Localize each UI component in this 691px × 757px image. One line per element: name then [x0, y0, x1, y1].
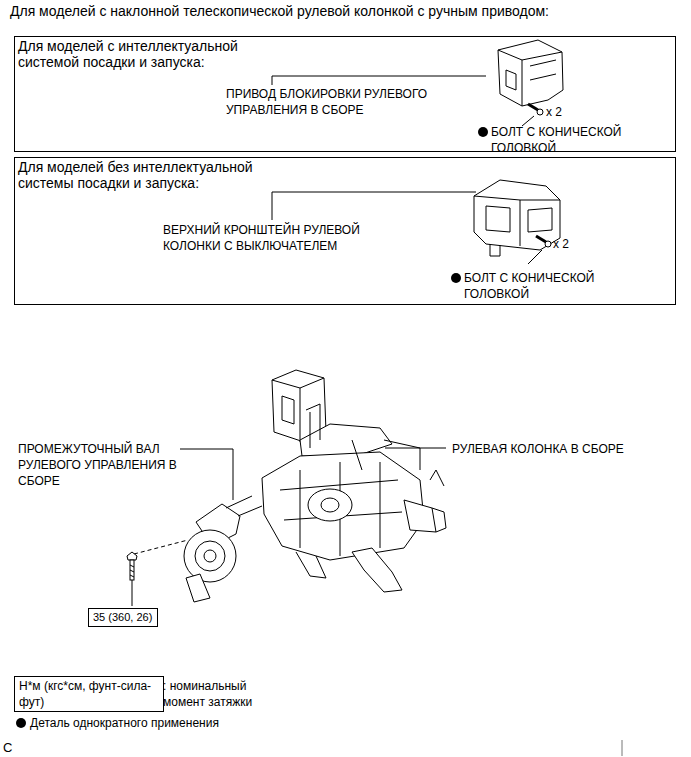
part-name: ПРИВОД БЛОКИРОВКИ РУЛЕВОГО УПРАВЛЕНИЯ В …	[226, 86, 471, 118]
quantity: x 2	[546, 104, 562, 120]
part-name: БОЛТ С КОНИЧЕСКОЙ ГОЛОВКОЙ	[464, 270, 629, 302]
bolt-drawing	[127, 552, 137, 580]
leader-line	[522, 116, 534, 126]
quantity: x 2	[553, 236, 569, 252]
single-use-dot	[451, 273, 461, 283]
intermediate-shaft-drawing	[184, 496, 262, 602]
unit-box: Н*м (кгс*см, фунт-сила-фут)	[14, 676, 164, 712]
part-name: ПРОМЕЖУТОЧНЫЙ ВАЛ РУЛЕВОГО УПРАВЛЕНИЯ В …	[18, 441, 196, 489]
box-text: 35 (360, 26)	[93, 610, 153, 625]
alignment-line	[134, 540, 188, 554]
box-text: Н*м (кгс*см, фунт-сила-фут)	[19, 678, 159, 710]
part-name: РУЛЕВАЯ КОЛОНКА В СБОРЕ	[452, 441, 624, 457]
single-use-dot	[16, 718, 26, 728]
panel-heading: Для моделей без интеллектуальной системы…	[15, 158, 291, 192]
leader-line	[132, 580, 133, 606]
torque-box: 35 (360, 26)	[88, 608, 158, 627]
leader-line	[528, 250, 542, 264]
figure-code: C	[3, 740, 12, 756]
part-name: БОЛТ С КОНИЧЕСКОЙ ГОЛОВКОЙ	[491, 124, 656, 156]
steering-column-drawing	[262, 370, 446, 592]
single-use-dot	[478, 127, 488, 137]
part-name: ВЕРХНИЙ КРОНШТЕЙН РУЛЕВОЙ КОЛОНКИ С ВЫКЛ…	[163, 222, 398, 254]
upper-bracket-drawing	[474, 180, 560, 256]
leader-line	[272, 76, 486, 85]
lock-actuator-drawing	[498, 40, 563, 115]
leader-line	[385, 448, 446, 449]
page-title: Для моделей с наклонной телескопической …	[10, 3, 549, 19]
panel-heading: Для моделей с интеллектуальной системой …	[15, 37, 291, 71]
legend-text: : номинальный момент затяжки	[163, 678, 267, 710]
leader-line	[272, 192, 476, 220]
leader-line	[180, 449, 233, 500]
margin-mark	[622, 740, 623, 756]
legend-text: Деталь однократного применения	[30, 715, 219, 731]
